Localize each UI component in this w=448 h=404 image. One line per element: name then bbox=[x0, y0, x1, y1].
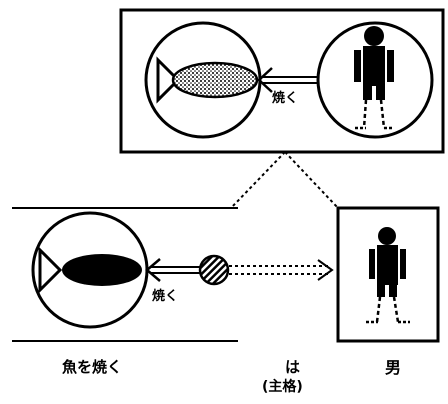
top-verb-label: 焼く bbox=[272, 91, 299, 106]
particle-caption: は bbox=[285, 358, 301, 376]
man-caption: 男 bbox=[385, 358, 402, 377]
top-panel bbox=[119, 8, 445, 154]
bottom-panel bbox=[12, 206, 440, 343]
top-fish-circle bbox=[144, 21, 262, 139]
fish-icon bbox=[156, 56, 259, 104]
top-man-circle bbox=[316, 21, 434, 139]
topic-caption: (主格) bbox=[262, 379, 303, 395]
bottom-arrow bbox=[145, 258, 200, 282]
bottom-verb-label: 焼く bbox=[152, 289, 179, 304]
zoom-connector bbox=[230, 151, 339, 209]
man-icon bbox=[354, 26, 394, 130]
man-icon bbox=[366, 227, 410, 324]
fish-icon bbox=[38, 246, 142, 294]
topic-marker-icon bbox=[198, 254, 230, 286]
top-arrow bbox=[257, 67, 322, 93]
man-box bbox=[336, 206, 440, 343]
bottom-fish-circle bbox=[31, 211, 149, 329]
phrase-caption: 魚を焼く bbox=[62, 358, 123, 376]
